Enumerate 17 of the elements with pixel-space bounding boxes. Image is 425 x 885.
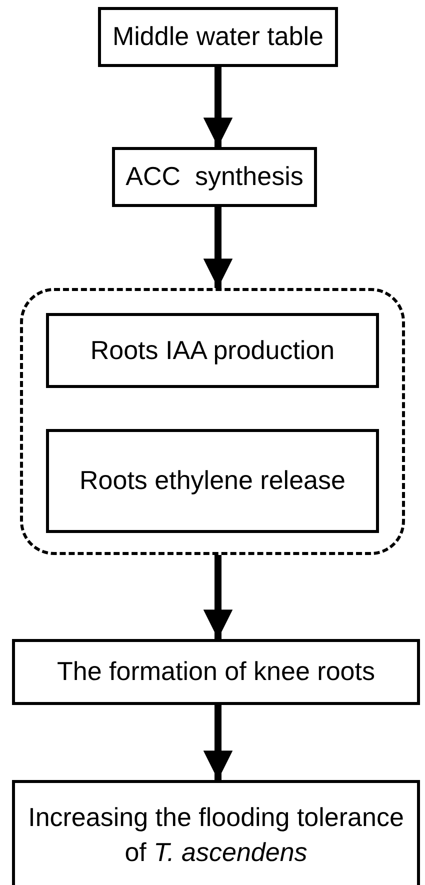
box-text: Roots ethylene release bbox=[78, 464, 346, 498]
box-text: ACC synthesis bbox=[124, 160, 304, 194]
process-box bbox=[46, 313, 379, 388]
process-box bbox=[46, 429, 379, 533]
dashed-group-box bbox=[20, 288, 405, 555]
process-box bbox=[12, 780, 420, 885]
process-box bbox=[98, 7, 338, 67]
box-text: Increasing the flooding tolerance of T. ascendens bbox=[27, 800, 405, 869]
arrow bbox=[203, 555, 233, 639]
box-text: The formation of knee roots bbox=[56, 655, 376, 688]
arrow bbox=[203, 705, 233, 780]
box-text: Middle water table bbox=[112, 20, 324, 54]
process-box bbox=[112, 147, 317, 207]
arrow bbox=[203, 207, 233, 288]
arrow bbox=[203, 67, 233, 147]
box-text: Roots IAA production bbox=[89, 334, 336, 367]
process-box bbox=[12, 639, 420, 705]
